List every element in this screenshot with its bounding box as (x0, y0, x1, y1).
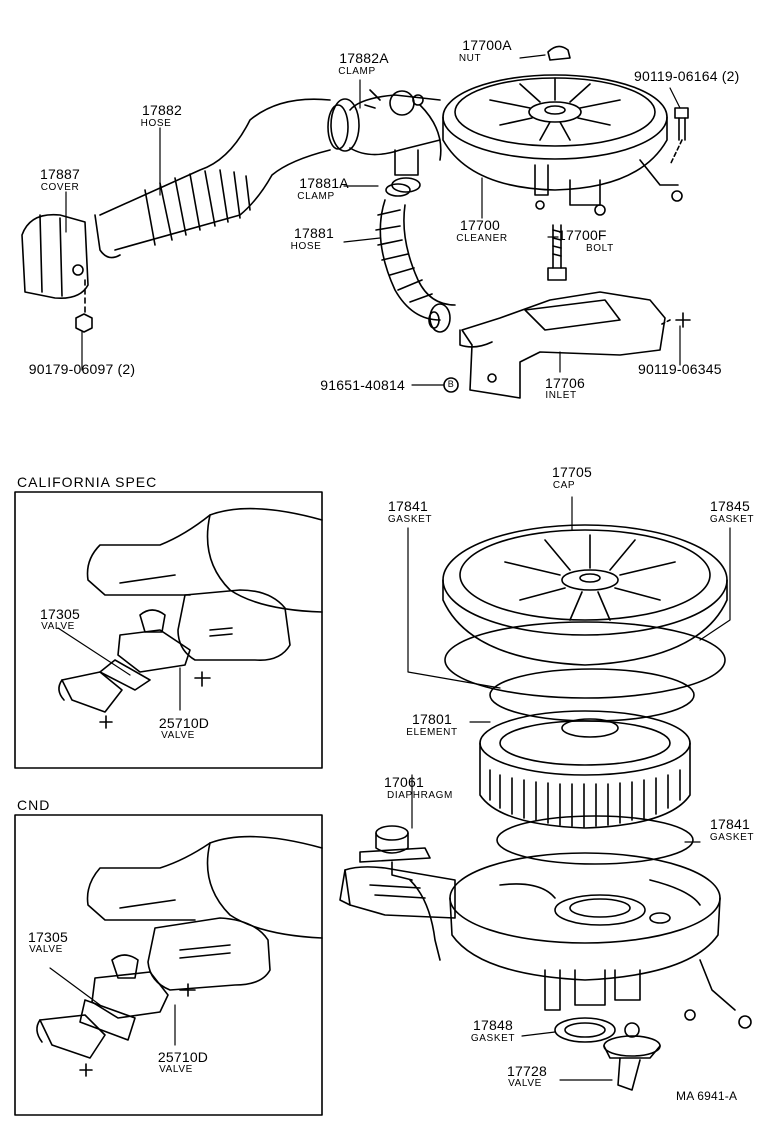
cleaner-body-drawing (339, 852, 752, 1029)
california-25710d-number: 25710D (158, 715, 210, 731)
california-spec-title: CALIFORNIA SPEC (17, 474, 158, 490)
cnd-17305-name: VALVE (29, 944, 63, 955)
nut-17700a-drawing (547, 45, 571, 61)
cnd-25710d-name: VALVE (159, 1064, 193, 1075)
part-17728-number: 17728 (507, 1063, 547, 1079)
part-90179-06097-number: 90179-06097 (2) (28, 361, 136, 377)
bolt-90119-06164-drawing (669, 107, 689, 166)
hose-17882-drawing (94, 98, 331, 259)
part-17705-number: 17705 (552, 464, 592, 480)
part-17881a-name: CLAMP (297, 191, 335, 202)
part-17700f-number: 17700F (558, 227, 607, 243)
part-17705-name: CAP (552, 480, 576, 491)
marker-b-label: B (447, 379, 455, 389)
part-17801-name: ELEMENT (406, 727, 458, 738)
part-17700a-name: NUT (458, 53, 482, 64)
part-17882-number: 17882 (142, 102, 182, 118)
part-17848-number: 17848 (473, 1017, 513, 1033)
part-17706-name: INLET (545, 390, 577, 401)
part-90119-06164-number: 90119-06164 (2) (634, 68, 740, 84)
part-17801-number: 17801 (412, 711, 452, 727)
part-17841-lower-name: GASKET (709, 832, 755, 843)
part-17882a-number: 17882A (339, 50, 389, 66)
part-17881-name: HOSE (290, 241, 322, 252)
california-17305-name: VALVE (41, 621, 75, 632)
leader-lines-right (407, 496, 731, 1081)
gasket-17845-drawing (444, 621, 726, 699)
cnd-17305-number: 17305 (28, 929, 68, 945)
part-17700-number: 17700 (460, 217, 500, 233)
element-17801-drawing (479, 710, 691, 829)
part-17061-name: DIAPHRAGM (387, 790, 453, 801)
california-25710d-name: VALVE (161, 730, 195, 741)
part-17881-number: 17881 (294, 225, 334, 241)
air-cleaner-assembly-drawing (442, 74, 683, 216)
part-91651-40814-number: 91651-40814 (320, 377, 405, 393)
california-detail-drawing (57, 507, 323, 729)
california-spec-box (14, 491, 323, 769)
intake-tube-drawing (349, 89, 442, 193)
part-17706-number: 17706 (545, 375, 585, 391)
part-17841-lower-number: 17841 (710, 816, 750, 832)
part-17061-number: 17061 (384, 774, 424, 790)
part-17882-name: HOSE (140, 118, 172, 129)
california-17305-number: 17305 (40, 606, 80, 622)
part-17700a-number: 17700A (462, 37, 512, 53)
part-17841-upper-name: GASKET (387, 514, 433, 525)
cnd-detail-drawing (36, 835, 323, 1077)
cap-17705-drawing (442, 524, 728, 666)
gasket-17841-upper-drawing (489, 668, 695, 722)
part-17841-upper-number: 17841 (388, 498, 428, 514)
bolt-17700f-drawing (547, 224, 567, 281)
diaphragm-17061-drawing (359, 825, 441, 961)
inlet-17706-drawing (459, 291, 691, 399)
clamp-17882a-drawing (327, 98, 360, 152)
cnd-box (14, 814, 323, 1116)
part-17882a-name: CLAMP (338, 66, 376, 77)
leader-lines-top (65, 54, 681, 386)
part-17728-name: VALVE (508, 1078, 542, 1089)
diagram-code: MA 6941-A (676, 1089, 738, 1103)
part-17887-name: COVER (40, 182, 80, 193)
part-17881a-number: 17881A (299, 175, 349, 191)
cnd-25710d-number: 25710D (157, 1049, 209, 1065)
part-90119-06345-number: 90119-06345 (638, 361, 722, 377)
part-17700f-name: BOLT (586, 243, 614, 254)
valve-17728-drawing (603, 1022, 661, 1091)
cnd-title: CND (17, 797, 51, 813)
part-17848-name: GASKET (470, 1033, 516, 1044)
cover-17887-drawing (21, 213, 93, 333)
part-17845-name: GASKET (709, 514, 755, 525)
hose-17881-drawing (375, 183, 456, 333)
gasket-17841-lower-drawing (496, 815, 694, 865)
part-17845-number: 17845 (710, 498, 750, 514)
gasket-17848-drawing (554, 1017, 616, 1043)
part-17700-name: CLEANER (456, 233, 508, 244)
part-17887-number: 17887 (40, 166, 80, 182)
